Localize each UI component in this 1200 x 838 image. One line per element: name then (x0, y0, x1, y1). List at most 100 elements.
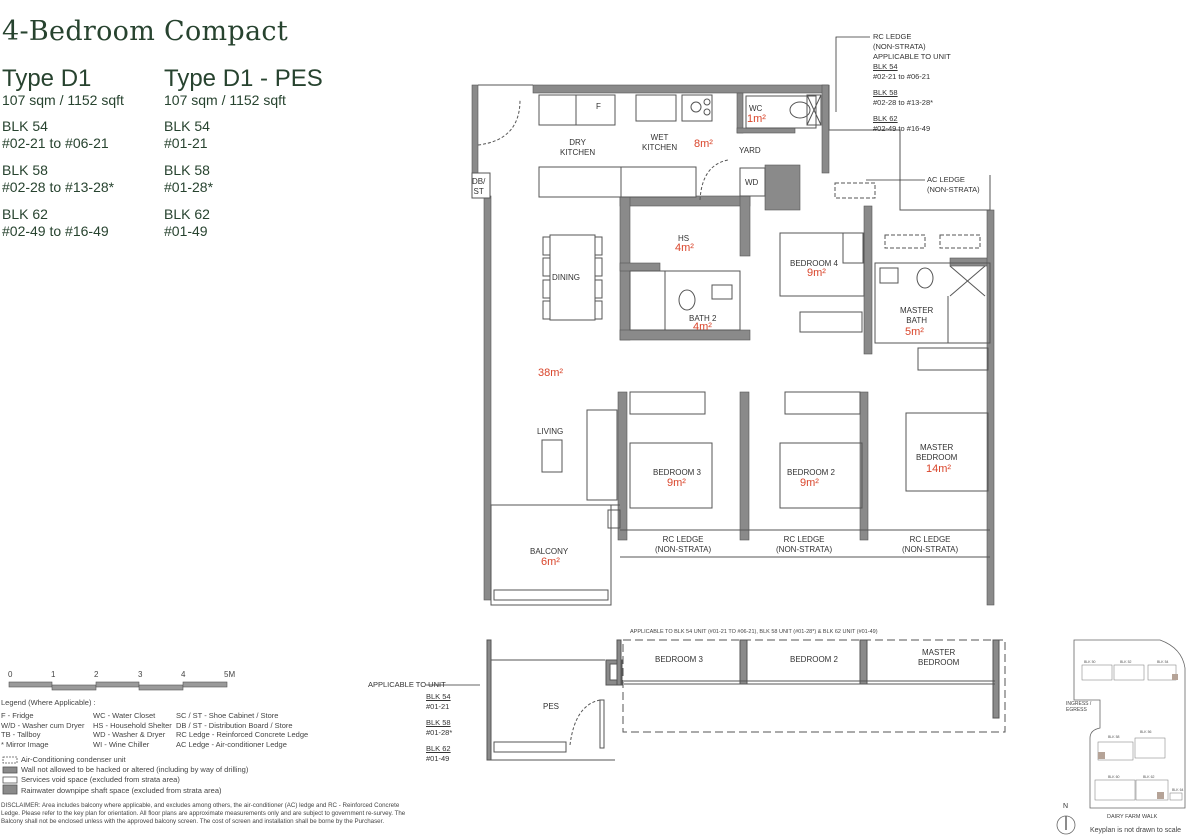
area-kitchen: 8m² (694, 138, 713, 150)
keyplan-blk-54: BLK 54 (1157, 660, 1169, 664)
label-hs: HS (678, 234, 690, 243)
unit-type-area: 107 sqm / 1152 sqft (2, 92, 124, 108)
area-bedroom2: 9m² (800, 477, 819, 489)
legend-item: DB / ST - Distribution Board / Store (176, 720, 293, 730)
keyplan-blk-64: BLK 64 (1172, 788, 1184, 792)
block-name: BLK 54 (164, 118, 210, 134)
keyplan-road: DAIRY FARM WALK (1107, 814, 1158, 820)
label-rc-ledge-1: RC LEDGE (NON-STRATA) (655, 535, 712, 554)
label-bedroom4: BEDROOM 4 (790, 259, 839, 268)
page-title: 4-Bedroom Compact (2, 16, 288, 47)
block-units: #02-28 to #13-28* (2, 179, 115, 195)
legend-symbol-void: Services void space (excluded from strat… (21, 775, 180, 784)
label-dining: DINING (552, 273, 580, 283)
scale-tick: 3 (138, 670, 143, 679)
legend-item: AC Ledge - Air-conditioner Ledge (176, 739, 287, 749)
pes-units: #01-28* (426, 728, 453, 737)
pes-units: #01-49 (426, 754, 450, 763)
block-units: #01-28* (164, 179, 214, 195)
north-arrow-icon: N (1063, 803, 1069, 810)
block-name: BLK 58 (164, 162, 210, 178)
block-entry: BLK 62 #01-49 (164, 206, 323, 240)
legend-item: WI - Wine Chiller (93, 739, 150, 749)
label-yard: YARD (739, 146, 761, 155)
note-line: APPLICABLE TO UNIT (873, 52, 951, 61)
legend-column-3: SC / ST - Shoe Cabinet / Store DB / ST -… (176, 711, 308, 749)
legend-item: * Mirror Image (1, 739, 49, 749)
pes-units: #01-21 (426, 702, 450, 711)
legend-item: HS - Household Shelter (93, 720, 172, 730)
scale-tick: 1 (51, 670, 56, 679)
no-hack-wall-icon (2, 766, 18, 774)
note-block: BLK 58 (873, 88, 898, 97)
note-units: #02-49 to #16-49 (873, 124, 931, 133)
area-master-bath: 5m² (905, 326, 924, 338)
legend-column-2: WC - Water Closet HS - Household Shelter… (93, 711, 172, 749)
label-master-bedroom: MASTER BEDROOM (916, 443, 958, 462)
keyplan-blk-58: BLK 58 (1108, 735, 1120, 739)
label-rc-ledge-3: RC LEDGE (NON-STRATA) (902, 535, 959, 554)
legend-symbol-wall: Wall not allowed to be hacked or altered… (21, 765, 249, 774)
label-pes-master-bedroom: MASTER BEDROOM (918, 648, 960, 667)
label-pes: PES (543, 702, 560, 711)
label-wd: WD (745, 178, 759, 187)
legend-item: W/D - Washer cum Dryer (1, 720, 85, 730)
area-bedroom4: 9m² (807, 267, 826, 279)
label-bedroom3: BEDROOM 3 (653, 468, 702, 477)
note-block: BLK 62 (873, 114, 898, 123)
unit-type-d1-pes: Type D1 - PES 107 sqm / 1152 sqft BLK 54… (164, 66, 323, 240)
note-units: #02-21 to #06-21 (873, 72, 931, 81)
unit-type-d1: Type D1 107 sqm / 1152 sqft BLK 54 #02-2… (2, 66, 124, 240)
area-balcony: 6m² (541, 556, 560, 568)
label-balcony: BALCONY (530, 547, 569, 556)
scale-tick: 2 (94, 670, 99, 679)
legend-item: SC / ST - Shoe Cabinet / Store (176, 711, 279, 720)
label-wc: WC (749, 104, 763, 113)
legend-symbol-ac: Air-Conditioning condenser unit (21, 755, 126, 764)
note-block: BLK 54 (873, 62, 898, 71)
area-bedroom3: 9m² (667, 477, 686, 489)
label-master-bath: MASTER BATH (900, 306, 934, 325)
block-units: #02-49 to #16-49 (2, 223, 109, 239)
keyplan-blk-60: BLK 60 (1108, 775, 1120, 779)
legend-item: F - Fridge (1, 711, 34, 720)
block-units: #01-49 (164, 223, 208, 239)
legend-symbol-rainwater: Rainwater downpipe shaft space (excluded… (21, 786, 222, 795)
note-units: #02-28 to #13-28* (873, 98, 934, 107)
label-pes-bedroom3: BEDROOM 3 (655, 655, 704, 664)
rainwater-shaft-icon (2, 784, 18, 795)
block-name: BLK 62 (2, 206, 48, 222)
legend-item: WC - Water Closet (93, 711, 156, 720)
scale-tick: 4 (181, 670, 186, 679)
label-db-st: DB/ ST (472, 177, 486, 196)
block-units: #02-21 to #06-21 (2, 135, 109, 151)
scale-tick: 5M (224, 670, 236, 679)
scale-tick: 0 (8, 670, 13, 679)
label-bath2: BATH 2 (689, 314, 717, 323)
area-bath2: 4m² (693, 321, 712, 333)
area-living-dining: 38m² (538, 367, 564, 379)
disclaimer: DISCLAIMER: Area includes balcony where … (1, 802, 406, 825)
pes-applicable-label: APPLICABLE TO UNIT (368, 680, 446, 689)
block-entry: BLK 54 #01-21 (164, 118, 323, 152)
pes-block: BLK 62 (426, 744, 451, 753)
area-hs: 4m² (675, 242, 694, 254)
ac-condenser-icon (2, 756, 18, 764)
legend-column-1: F - Fridge W/D - Washer cum Dryer TB - T… (1, 711, 84, 749)
label-wet-kitchen: WET KITCHEN (642, 133, 678, 152)
legend-item: RC Ledge - Reinforced Concrete Ledge (176, 730, 309, 739)
block-entry: BLK 62 #02-49 to #16-49 (2, 206, 124, 240)
label-pes-bedroom2: BEDROOM 2 (790, 655, 839, 664)
keyplan-ingress: INGRESS / EGRESS (1066, 701, 1092, 713)
unit-type-area: 107 sqm / 1152 sqft (164, 92, 286, 108)
area-wc: 1m² (747, 113, 766, 125)
label-bedroom2: BEDROOM 2 (787, 468, 836, 477)
label-rc-ledge-2: RC LEDGE (NON-STRATA) (776, 535, 833, 554)
rc-ledge-note: RC LEDGE (NON-STRATA) APPLICABLE TO UNIT… (873, 32, 951, 134)
legend-title: Legend (Where Applicable) : (1, 698, 96, 707)
note-line: RC LEDGE (873, 32, 912, 41)
label-fridge: F (596, 102, 601, 111)
note-line: (NON-STRATA) (873, 42, 926, 51)
ac-ledge-note: AC LEDGE (NON-STRATA) (927, 175, 980, 195)
